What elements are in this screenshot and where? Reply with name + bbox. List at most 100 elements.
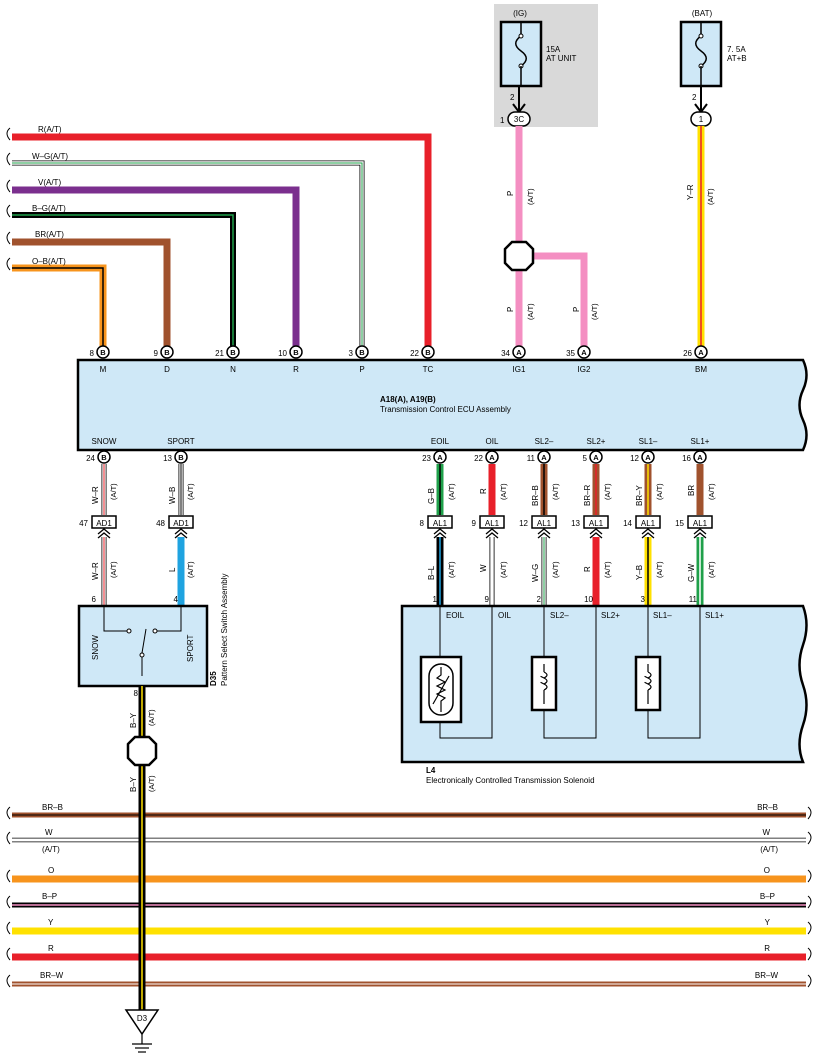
svg-text:5: 5 <box>583 454 588 463</box>
svg-text:24: 24 <box>86 454 95 463</box>
svg-text:A: A <box>516 348 522 357</box>
svg-text:BR–B: BR–B <box>531 485 540 506</box>
svg-text:12: 12 <box>519 519 528 528</box>
pin-sl2-minus: A 11 SL2– <box>527 437 554 464</box>
ecu-id: A18(A), A19(B) <box>380 395 436 404</box>
svg-text:13: 13 <box>163 454 172 463</box>
svg-text:SL1–: SL1– <box>639 437 658 446</box>
lower-wire-labels: W–R (A/T) L (A/T) B–L (A/T) W (A/T) W–G … <box>91 561 716 582</box>
svg-text:SL2–: SL2– <box>550 611 569 620</box>
svg-text:10: 10 <box>278 349 287 358</box>
svg-text:(A/T): (A/T) <box>707 561 716 578</box>
ig1-low-wire-color: P <box>506 307 515 312</box>
svg-text:12: 12 <box>630 454 639 463</box>
svg-text:AD1: AD1 <box>173 519 189 528</box>
svg-text:B: B <box>293 348 299 357</box>
pin-sport: B 13 SPORT <box>163 437 195 464</box>
bus-lines <box>12 812 806 987</box>
pin-ig1: A 34 IG1 <box>501 345 526 374</box>
svg-text:O: O <box>48 866 54 875</box>
svg-text:BR–R: BR–R <box>583 484 592 506</box>
bm-wire-color: Y–R <box>686 184 695 200</box>
svg-text:(A/T): (A/T) <box>707 483 716 500</box>
svg-text:(A/T): (A/T) <box>499 561 508 578</box>
pin-m: B 8 M <box>90 345 110 374</box>
inline-connectors: 47 AD1 48 AD1 8 AL1 9 AL1 12 AL1 <box>79 515 713 539</box>
ecu-top-pins: B 8 M B 9 D B 21 N B 10 R B 3 P B 22 TC … <box>90 345 708 374</box>
svg-text:BR–Y: BR–Y <box>635 484 644 506</box>
svg-text:(A/T): (A/T) <box>499 483 508 500</box>
svg-text:SL1+: SL1+ <box>691 437 710 446</box>
svg-text:22: 22 <box>474 454 483 463</box>
ecu-lower-wires <box>101 464 704 515</box>
svg-text:BM: BM <box>695 365 707 374</box>
svg-text:R: R <box>479 488 488 494</box>
svg-text:(A/T): (A/T) <box>655 561 664 578</box>
svg-text:A: A <box>645 453 651 462</box>
svg-text:10: 10 <box>584 595 593 604</box>
left-wire-ob: O–B(A/T) <box>32 257 66 266</box>
switch-contacts-icon <box>103 606 182 676</box>
pin-snow: B 24 SNOW <box>86 437 117 464</box>
ecu-box <box>76 358 808 452</box>
svg-text:(A/T): (A/T) <box>186 483 195 500</box>
svg-text:IG1: IG1 <box>513 365 526 374</box>
svg-text:M: M <box>100 365 107 374</box>
svg-text:(A/T): (A/T) <box>603 561 612 578</box>
switch-id: D35 <box>209 671 218 686</box>
connector-al1-9: 9 AL1 <box>472 515 505 539</box>
svg-text:Y–B: Y–B <box>635 565 644 580</box>
svg-text:9: 9 <box>485 595 490 604</box>
switch-sport-label: SPORT <box>186 634 195 662</box>
svg-text:(A/T): (A/T) <box>551 483 560 500</box>
svg-text:(A/T): (A/T) <box>447 483 456 500</box>
bat-supply-label: (BAT) <box>692 9 713 18</box>
pin-bm: A 26 BM <box>683 345 708 374</box>
svg-text:BR–W: BR–W <box>40 971 64 980</box>
svg-text:O: O <box>764 866 770 875</box>
svg-text:B: B <box>164 348 170 357</box>
svg-text:(A/T): (A/T) <box>760 845 778 854</box>
svg-text:A: A <box>541 453 547 462</box>
switch-out-pin: 8 <box>134 689 139 698</box>
svg-text:B–P: B–P <box>760 892 775 901</box>
svg-text:11: 11 <box>689 595 698 604</box>
svg-text:EOIL: EOIL <box>431 437 450 446</box>
svg-text:22: 22 <box>410 349 419 358</box>
svg-text:L: L <box>168 567 177 572</box>
ig-conn-pin: 1 <box>500 116 505 125</box>
svg-text:(A/T): (A/T) <box>655 483 664 500</box>
bat-fuse-rating: 7. 5A <box>727 45 746 54</box>
connector-al1-15: 15 AL1 <box>675 515 713 539</box>
svg-text:A: A <box>698 348 704 357</box>
svg-text:Y: Y <box>48 918 54 927</box>
ground-wire-upper-tag: (A/T) <box>147 709 156 726</box>
ig-fuse-pin: 2 <box>510 93 515 102</box>
svg-text:SL2+: SL2+ <box>601 611 620 620</box>
svg-text:AL1: AL1 <box>537 519 552 528</box>
pin-tc: B 22 TC <box>410 345 435 374</box>
pin-d: B 9 D <box>154 345 174 374</box>
pin-r: B 10 R <box>278 345 303 374</box>
svg-text:13: 13 <box>571 519 580 528</box>
solenoid-terminals: EOIL OIL SL2– SL2+ SL1– SL1+ <box>446 611 724 620</box>
svg-text:3: 3 <box>349 349 354 358</box>
svg-text:BR–B: BR–B <box>42 803 63 812</box>
svg-text:8: 8 <box>420 519 425 528</box>
svg-text:B–P: B–P <box>42 892 57 901</box>
left-wire-bg: B–G(A/T) <box>32 204 66 213</box>
bat-fuse-name: AT+B <box>727 54 747 63</box>
pin-oil: A 22 OIL <box>474 437 499 464</box>
solenoid-id: L4 <box>426 766 436 775</box>
upper-wire-labels: W–R (A/T) W–B (A/T) G–B (A/T) R (A/T) BR… <box>91 483 716 506</box>
left-wire-br: BR(A/T) <box>35 230 64 239</box>
pin-ig2: A 35 IG2 <box>566 345 591 374</box>
svg-text:A: A <box>593 453 599 462</box>
ground-wire-upper-color: B–Y <box>129 712 138 728</box>
svg-text:D: D <box>164 365 170 374</box>
svg-text:(A/T): (A/T) <box>42 845 60 854</box>
svg-text:W: W <box>479 564 488 572</box>
svg-text:W–G: W–G <box>531 564 540 582</box>
connector-al1-12: 12 AL1 <box>519 515 557 539</box>
bus-labels-left: BR–B W (A/T) O B–P Y R BR–W <box>40 803 64 980</box>
